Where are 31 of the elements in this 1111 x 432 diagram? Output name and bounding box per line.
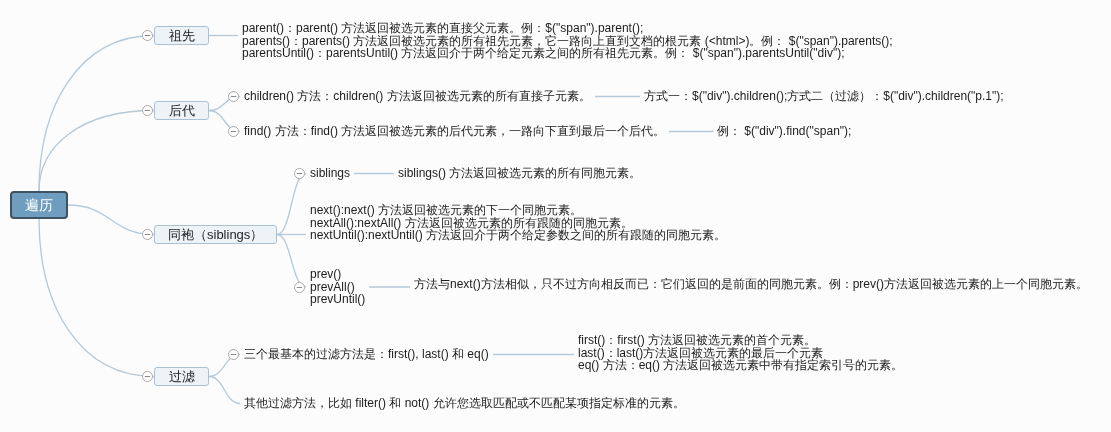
topic-text: 例： $("div").find("span"); <box>713 124 856 139</box>
connector-line <box>668 130 714 133</box>
connector-line <box>594 95 641 98</box>
connector-line <box>276 172 307 236</box>
topic-text: children() 方法：children() 方法返回被选元素的所有直接子元素。 <box>240 89 595 104</box>
topic-box: 祖先 <box>154 26 209 45</box>
topic-text: 三个最基本的过滤方法是：first(), last() 和 eq() <box>240 347 493 362</box>
topic-text: siblings <box>306 166 355 181</box>
connector-line <box>208 109 241 133</box>
topic-text: 方式一：$("div").children();方式二（过滤）：$("div").children("p.1"); <box>640 89 1008 104</box>
connector-line <box>67 204 155 236</box>
connector-line <box>353 172 395 175</box>
connector-line <box>208 34 239 37</box>
topic-text: find() 方法：find() 方法返回被选元素的后代元素，一路向下直到最后一个后代。 <box>240 124 670 139</box>
connector-line <box>368 286 411 288</box>
connector-line <box>38 218 155 378</box>
connector-line <box>38 109 155 192</box>
topic-text: next():next() 方法返回被选元素的下一个同胞元素。 nextAll():nextAll() 方法返回被选元素的所有跟随的同胞元素。 nextUntil():nextUntil() 方法返回介于两个给定参数之间的所有跟随的同胞元素。 <box>306 203 731 243</box>
topic-box: 同袍（siblings） <box>154 225 278 244</box>
topic-text: prev() prevAll() prevUntil() <box>306 267 370 307</box>
topic-box: 过滤 <box>154 367 209 386</box>
topic-text: 方法与next()方法相似，只不过方向相反而已：它们返回的是前面的同胞元素。例：prev()方法返回被选元素的上一个同胞元素。 <box>410 277 1092 292</box>
connector-line <box>492 353 575 356</box>
connector-line <box>276 233 307 288</box>
connector-line <box>208 375 241 405</box>
root-topic-box: 遍历 <box>10 191 68 219</box>
topic-text: first()：first() 方法返回被选元素的首个元素。 last()：last()方法返回被选元素的最后一个元素 eq() 方法：eq() 方法返回被选元素中带有指定索引号的元素。 <box>574 333 908 373</box>
topic-box: 后代 <box>154 101 209 120</box>
topic-text: 其他过滤方法，比如 filter() 和 not() 允许您选取匹配或不匹配某项指定标准的元素。 <box>240 396 689 411</box>
topic-text: parent()：parent() 方法返回被选元素的直接父元素。例：$("span").parent(); parents()：parents() 方法返回被选元素的所有祖先元素，它一路向上直到文档的根元素 (<html>)。例： $("span").parents(); parentsUntil()：parentsUntil() 方法返回介于两个给定元素之间的所有祖先元素。例： $("span").parentsUntil("div"); <box>238 21 897 61</box>
topic-text: siblings() 方法返回被选元素的所有同胞元素。 <box>394 166 646 181</box>
